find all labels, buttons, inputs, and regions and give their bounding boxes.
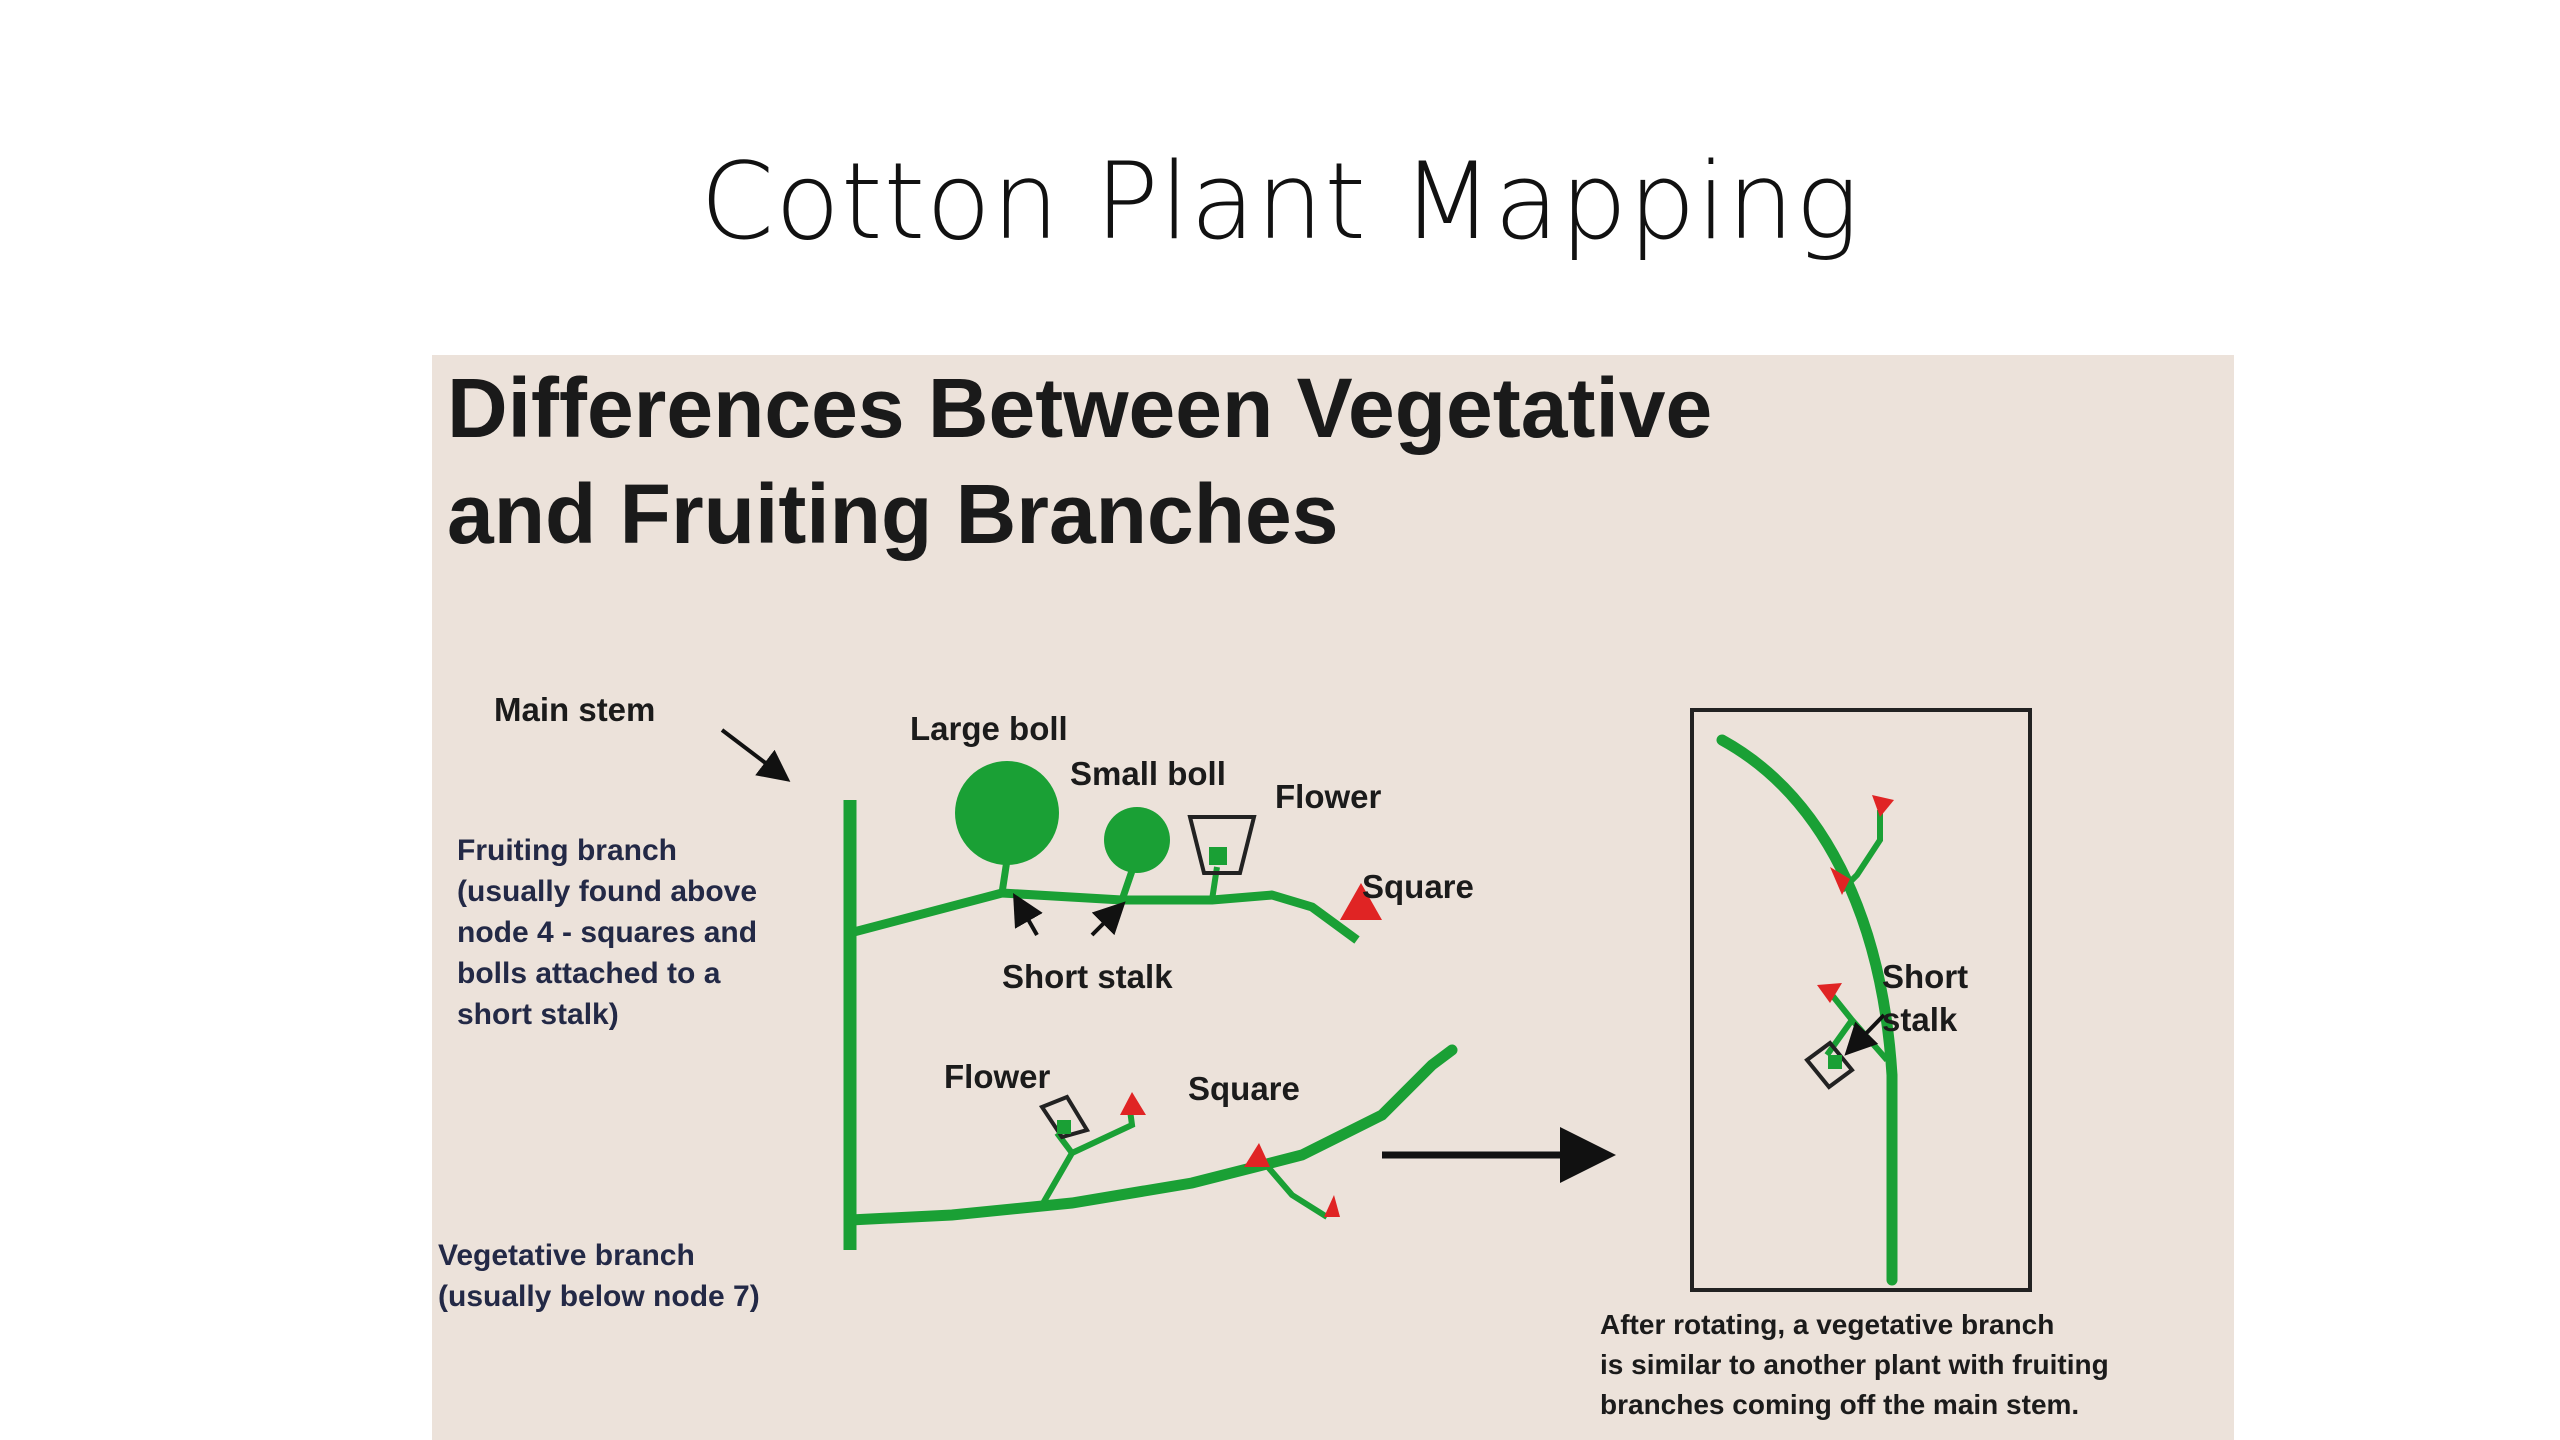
fruiting-branch-line: node 4 - squares and: [457, 912, 757, 953]
label-box-short-stalk: Short stalk: [1882, 955, 1968, 1041]
small-boll: [1104, 807, 1170, 873]
vegetative-branch: [850, 1050, 1452, 1220]
figure-caption: After rotating, a vegetative branch is s…: [1600, 1305, 2109, 1425]
label-vegetative-branch: Vegetative branch (usually below node 7): [438, 1235, 760, 1317]
flower-bottom-center: [1057, 1120, 1071, 1134]
label-main-stem: Main stem: [494, 688, 655, 731]
flower-top-center: [1209, 847, 1227, 865]
fruiting-branch-line: Fruiting branch: [457, 830, 757, 871]
label-fruiting-branch: Fruiting branch (usually found above nod…: [457, 830, 757, 1035]
rotated-branch-3: [1827, 1020, 1852, 1055]
caption-line: branches coming off the main stem.: [1600, 1385, 2109, 1425]
square-bottom-icon: [1120, 1092, 1146, 1115]
rotated-flower-center: [1828, 1055, 1842, 1069]
main-stem-arrow: [722, 730, 784, 777]
square-bottom-3-icon: [1324, 1195, 1340, 1217]
slide-title: Cotton Plant Mapping: [0, 140, 2560, 263]
box-short-stalk-line: Short: [1882, 955, 1968, 998]
large-boll: [955, 761, 1059, 865]
vegetative-branch-line: Vegetative branch: [438, 1235, 760, 1276]
square-bottom-2-icon: [1244, 1143, 1270, 1167]
vegetative-sub-2: [1262, 1160, 1327, 1217]
label-flower-bottom: Flower: [944, 1055, 1050, 1098]
fruiting-branch-line: bolls attached to a: [457, 953, 757, 994]
vegetative-branch-line: (usually below node 7): [438, 1276, 760, 1317]
label-small-boll: Small boll: [1070, 752, 1226, 795]
box-short-stalk-line: stalk: [1882, 998, 1968, 1041]
fruiting-branch-line: (usually found above: [457, 871, 757, 912]
label-square-bottom: Square: [1188, 1067, 1300, 1110]
label-large-boll: Large boll: [910, 707, 1068, 750]
caption-line: After rotating, a vegetative branch: [1600, 1305, 2109, 1345]
label-flower-top: Flower: [1275, 775, 1381, 818]
fruiting-branch: [850, 893, 1357, 940]
short-stalk-arrow-2: [1092, 907, 1120, 935]
rotated-stem: [1722, 740, 1892, 1280]
figure-image: Differences Between Vegetative and Fruit…: [432, 355, 2234, 1440]
rotated-plant-box: [1692, 710, 2030, 1290]
label-short-stalk: Short stalk: [1002, 955, 1173, 998]
label-square-top: Square: [1362, 865, 1474, 908]
short-stalk-arrow-1: [1017, 900, 1037, 935]
fruiting-branch-line: short stalk): [457, 994, 757, 1035]
caption-line: is similar to another plant with fruitin…: [1600, 1345, 2109, 1385]
